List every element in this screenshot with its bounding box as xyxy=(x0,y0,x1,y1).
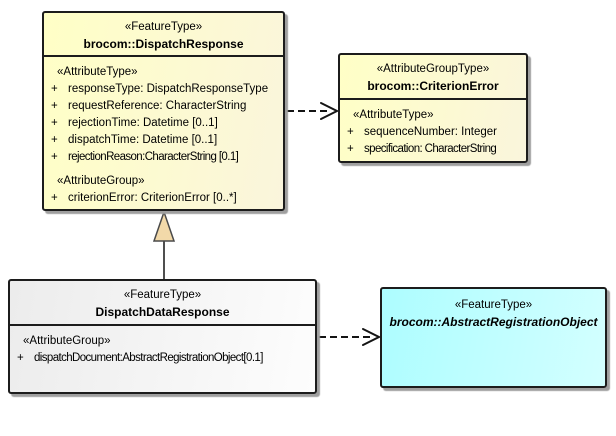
attribute-text: rejectionTime: Datetime [0..1] xyxy=(68,117,218,129)
attribute-row: + sequenceNumber: Integer xyxy=(340,124,526,141)
class-attribute-compartment: «AttributeType» + responseType: DispatchRe… xyxy=(44,57,283,207)
class-criterion-error[interactable]: «AttributeGroupType» brocom::CriterionEr… xyxy=(338,53,528,163)
class-header: «AttributeGroupType» brocom::CriterionEr… xyxy=(340,55,526,100)
attribute-section: «AttributeGroup» + criterionError: Criteri… xyxy=(44,173,283,207)
open-arrowhead-icon xyxy=(320,102,340,120)
attribute-text: dispatchDocument:AbstractRegistrationObj… xyxy=(34,352,263,364)
visibility-marker: + xyxy=(51,83,58,95)
section-stereotype: «AttributeType» xyxy=(57,66,138,78)
class-header: «FeatureType» brocom::DispatchResponse xyxy=(44,13,283,57)
section-stereotype: «AttributeType» xyxy=(353,109,434,121)
class-name: DispatchDataResponse xyxy=(95,305,230,319)
section-stereotype: «AttributeGroup» xyxy=(23,335,111,347)
attribute-text: responseType: DispatchResponseType xyxy=(68,83,269,95)
class-header: «FeatureType» brocom::AbstractRegistrati… xyxy=(382,289,605,334)
attribute-text: sequenceNumber: Integer xyxy=(364,126,497,138)
class-attribute-compartment: «AttributeGroup» + dispatchDocument:Abstra… xyxy=(10,326,315,367)
open-arrowhead-icon xyxy=(362,328,382,346)
attribute-section: «AttributeGroup» + dispatchDocument:Abstra… xyxy=(10,333,315,367)
visibility-marker: + xyxy=(347,126,354,138)
class-stereotype: «FeatureType» xyxy=(454,299,533,311)
attribute-row: + criterionError: CriterionError [0..*] xyxy=(44,190,283,207)
visibility-marker: + xyxy=(347,143,354,155)
class-name: brocom::CriterionError xyxy=(367,79,499,93)
attribute-row: + dispatchDocument:AbstractRegistrationOb… xyxy=(10,350,315,367)
attribute-text: specification: CharacterString xyxy=(364,143,497,155)
class-dispatch-data-response[interactable]: «FeatureType» DispatchDataResponse «Attr… xyxy=(8,279,317,394)
class-abstract-registration-object[interactable]: «FeatureType» brocom::AbstractRegistrati… xyxy=(380,287,607,388)
attribute-text: dispatchTime: Datetime [0..1] xyxy=(68,134,218,146)
dependency-arrow-dispatchresponse-criterionerror xyxy=(287,102,340,120)
class-name: brocom::AbstractRegistrationObject xyxy=(389,315,598,329)
visibility-marker: + xyxy=(17,352,24,364)
class-attribute-compartment: «AttributeType»+sequenceNumber: Integer+… xyxy=(340,100,526,158)
visibility-marker: + xyxy=(51,100,58,112)
attribute-text: rejectionReason:CharacterString [0.1] xyxy=(68,151,239,163)
dependency-arrow-dispatchdataresponse-abstractregistrationobject xyxy=(319,328,382,346)
section-stereotype: «AttributeGroup» xyxy=(57,175,145,187)
class-dispatch-response[interactable]: «FeatureType» brocom::DispatchResponse «… xyxy=(42,11,285,211)
class-name: brocom::DispatchResponse xyxy=(83,37,244,51)
attribute-row: + specification: CharacterString xyxy=(340,141,526,158)
generalization-dispatchdataresponse-dispatchresponse xyxy=(152,209,176,279)
attribute-row: + requestReference: CharacterString xyxy=(44,98,283,115)
class-stereotype: «FeatureType» xyxy=(124,21,203,33)
attribute-row: + rejectionReason:CharacterString [0.1] xyxy=(44,149,283,166)
class-stereotype: «FeatureType» xyxy=(123,289,202,301)
generalization-triangle-icon xyxy=(152,209,176,242)
visibility-marker: + xyxy=(51,117,58,129)
attribute-section: «AttributeType» + responseType: DispatchRe… xyxy=(44,64,283,166)
visibility-marker: + xyxy=(51,151,58,163)
class-header: «FeatureType» DispatchDataResponse xyxy=(10,281,315,326)
visibility-marker: + xyxy=(51,192,58,204)
attribute-text: criterionError: CriterionError [0..*] xyxy=(68,192,237,204)
attribute-row: + dispatchTime: Datetime [0..1] xyxy=(44,132,283,149)
visibility-marker: + xyxy=(51,134,58,146)
attribute-section: «AttributeType»+sequenceNumber: Integer+… xyxy=(340,107,526,158)
attribute-row: + rejectionTime: Datetime [0..1] xyxy=(44,115,283,132)
class-stereotype: «AttributeGroupType» xyxy=(376,63,490,75)
attribute-text: requestReference: CharacterString xyxy=(68,100,247,112)
attribute-row: + responseType: DispatchResponseType xyxy=(44,81,283,98)
